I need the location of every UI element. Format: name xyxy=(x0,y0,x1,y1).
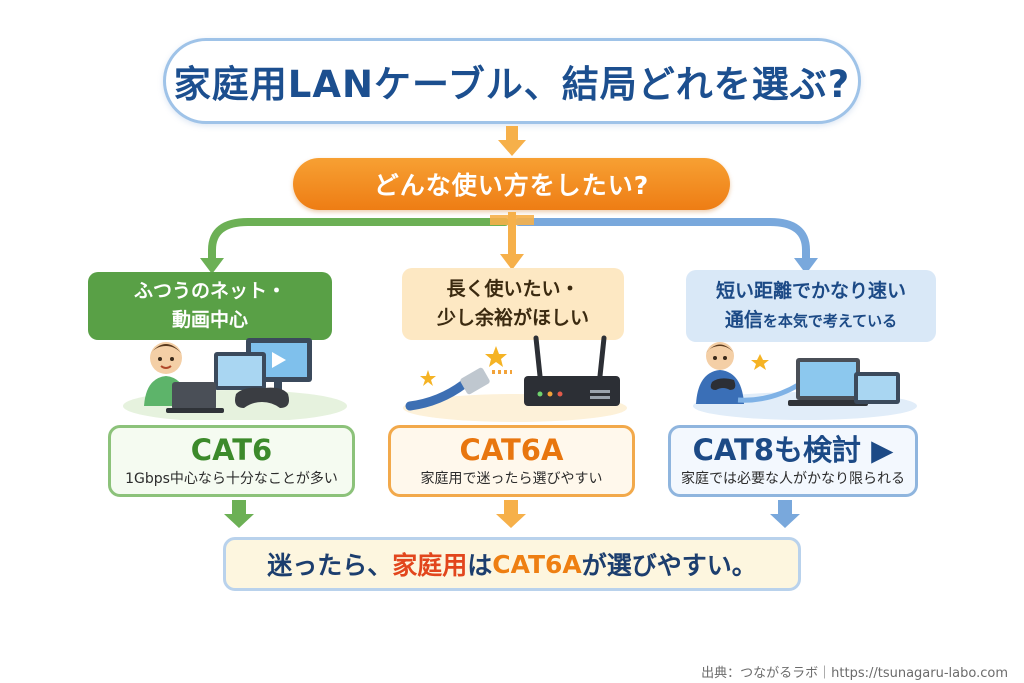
arrow-down-blue-icon xyxy=(794,258,818,274)
summary-part: 迷ったら、 xyxy=(267,551,393,580)
controller-icon xyxy=(710,378,736,390)
cable-box-cat8: CAT8も検討 ▶ 家庭では必要な人がかなり限られる xyxy=(668,425,918,497)
cable-desc: 家庭では必要な人がかなり限られる xyxy=(681,471,905,487)
cable-router-illustration xyxy=(403,335,627,422)
need-line: 動画中心 xyxy=(171,309,248,331)
page-title: 家庭用LANケーブル、結局どれを選ぶ? xyxy=(173,63,851,106)
rj45-plug-icon xyxy=(460,367,490,395)
gamepad-icon xyxy=(235,387,289,408)
summary-highlight: 家庭用 xyxy=(392,551,468,580)
cable-name: CAT6 xyxy=(190,433,273,467)
need-line: 長く使いたい・ xyxy=(446,278,580,300)
summary-highlight: CAT6A xyxy=(492,549,582,579)
arrow-down-orange-icon xyxy=(496,500,526,528)
need-line: 少し余裕がほしい xyxy=(436,307,589,329)
summary-part: は xyxy=(467,551,493,580)
need-box-long-use: 長く使いたい・ 少し余裕がほしい xyxy=(402,268,624,340)
need-box-high-speed: 短い距離でかなり速い 通信を本気で考えている xyxy=(686,270,936,342)
sparkle-icon xyxy=(751,354,769,370)
arrow-down-orange-icon xyxy=(500,254,524,270)
summary-part: が選びやすい。 xyxy=(581,551,757,580)
summary-box: 迷ったら、 家庭用 は CAT6A が選びやすい。 xyxy=(223,537,801,591)
cable-desc: 家庭用で迷ったら選びやすい xyxy=(420,471,603,487)
arrow-down-green-icon xyxy=(224,500,254,528)
cable-name: CAT8も検討 ▶ xyxy=(692,433,894,467)
branch-center-line xyxy=(508,212,516,258)
normal-use-illustration xyxy=(123,338,347,420)
cable-box-cat6a: CAT6A 家庭用で迷ったら選びやすい xyxy=(388,425,635,497)
high-speed-illustration xyxy=(693,342,917,420)
need-line: を本気で考えている xyxy=(762,311,898,330)
boy-icon xyxy=(706,342,734,370)
laptop-icon xyxy=(172,382,216,410)
branch-right-line xyxy=(515,218,810,266)
branch-left-line xyxy=(208,218,509,266)
cable-desc: 1Gbps中心なら十分なことが多い xyxy=(125,471,338,487)
need-line: 通信 xyxy=(724,308,763,331)
cable-box-cat6: CAT6 1Gbps中心なら十分なことが多い xyxy=(108,425,355,497)
boy-icon xyxy=(150,342,182,374)
need-box-normal: ふつうのネット・ 動画中心 xyxy=(88,272,332,340)
need-line: ふつうのネット・ xyxy=(133,280,286,302)
down-arrow-icon xyxy=(498,126,526,156)
title-box: 家庭用LANケーブル、結局どれを選ぶ? xyxy=(163,38,861,124)
question-box: どんな使い方をしたい? xyxy=(293,158,730,210)
lan-cable-icon xyxy=(405,379,469,411)
need-line: 短い距離でかなり速い xyxy=(715,279,906,302)
arrow-down-green-icon xyxy=(200,258,224,274)
question-text: どんな使い方をしたい? xyxy=(373,171,650,200)
cable-name: CAT6A xyxy=(459,433,564,467)
star-icon xyxy=(485,346,507,367)
play-icon xyxy=(272,352,286,368)
arrow-down-blue-icon xyxy=(770,500,800,528)
source-credit: 出典：つながるラボ｜https://tsunagaru-labo.com xyxy=(701,666,1008,681)
